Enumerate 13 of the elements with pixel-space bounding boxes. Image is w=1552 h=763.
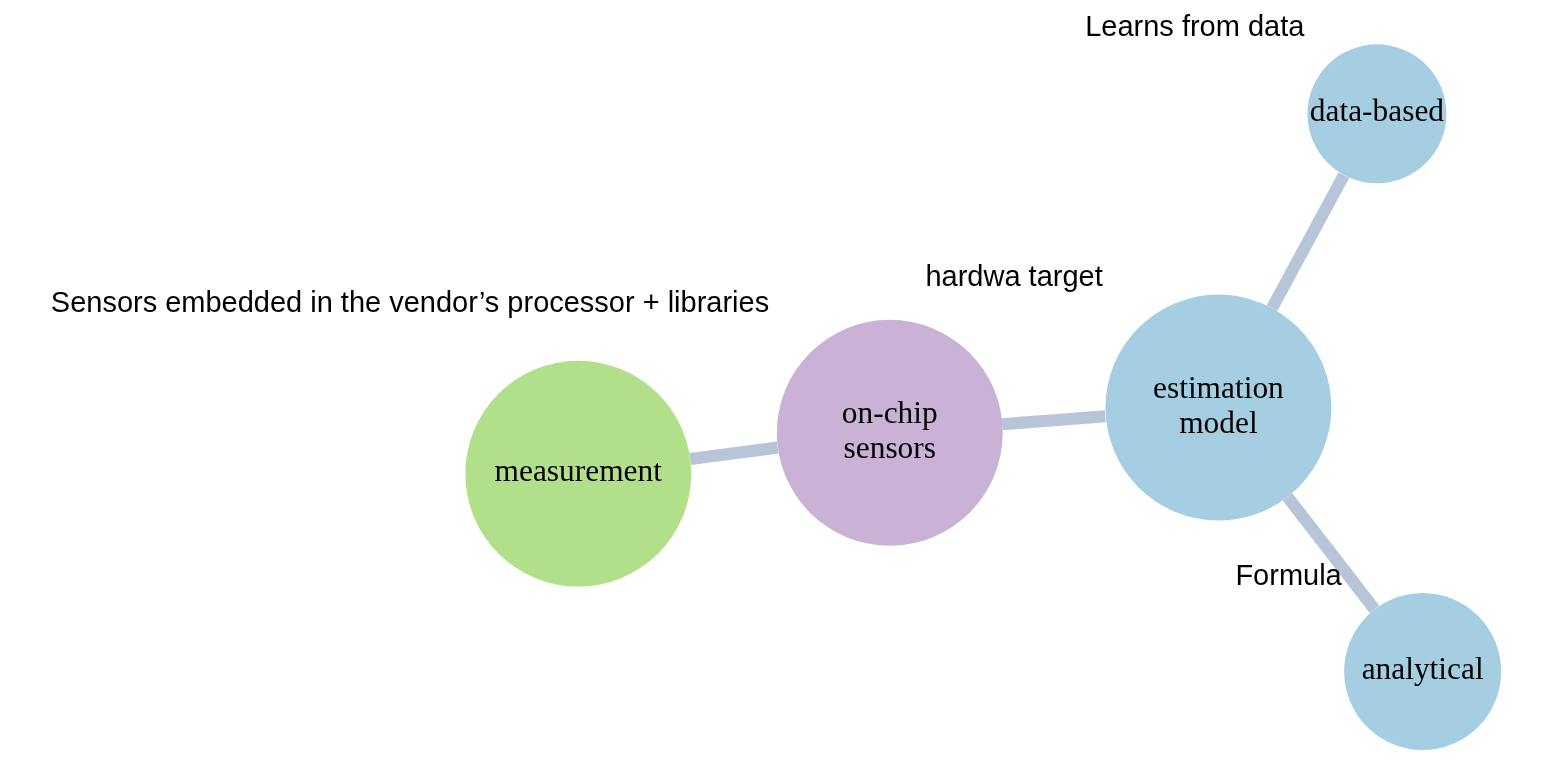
node-circle: analytical — [1344, 593, 1502, 751]
node-circle: data-based — [1307, 44, 1447, 184]
node-label: Formula — [1235, 558, 1342, 591]
connector — [1282, 493, 1380, 613]
node-circle: on-chip sensors — [776, 319, 1003, 546]
node-circle: estimation model — [1105, 294, 1332, 521]
connector — [1001, 410, 1106, 431]
connector — [1266, 172, 1350, 311]
node-label: Sensors embedded in the vendor’s processor + libraries — [50, 285, 770, 318]
node-label: Learns from data — [1085, 10, 1305, 43]
node-circle: measurement — [465, 360, 692, 587]
connector — [689, 441, 779, 465]
node-label: hardwa target — [925, 260, 1103, 293]
